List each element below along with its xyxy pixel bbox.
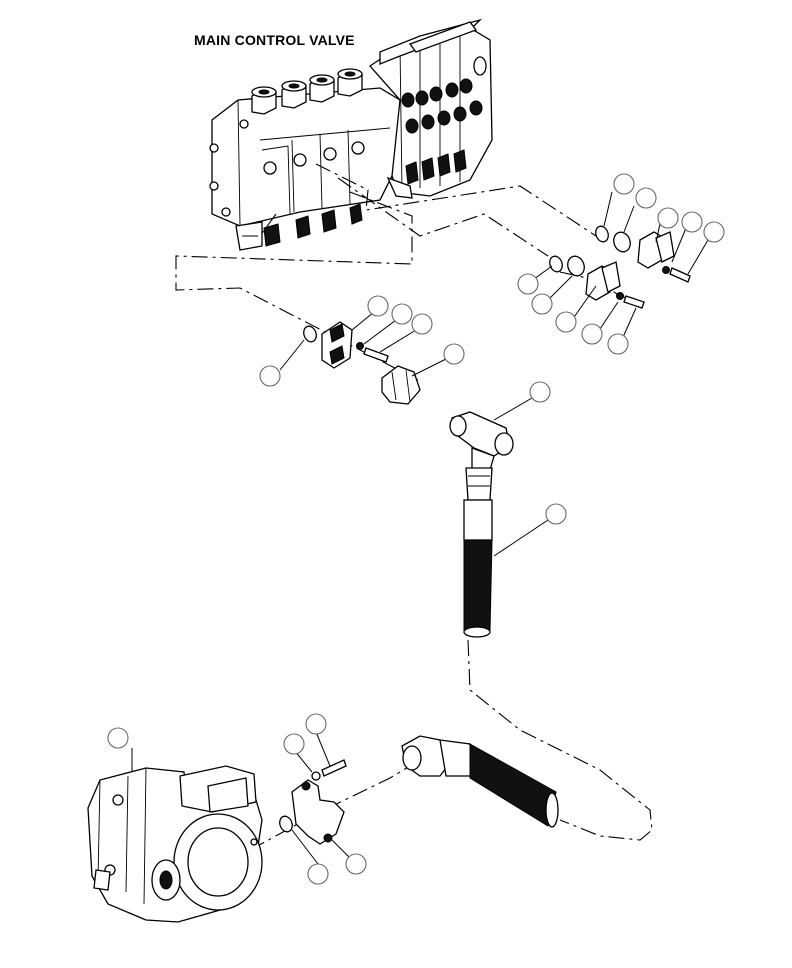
callout-circle bbox=[607, 333, 629, 355]
callout-circle bbox=[635, 187, 657, 209]
elbow-hose-end bbox=[401, 735, 559, 828]
main-control-valve bbox=[209, 18, 493, 251]
callout-circle bbox=[345, 853, 367, 875]
callout-circle bbox=[443, 343, 465, 365]
valve-ports bbox=[401, 56, 487, 134]
center-flange-set bbox=[303, 321, 389, 369]
callout-leaders bbox=[131, 191, 709, 865]
upper-flange-set-a bbox=[595, 225, 691, 283]
callout-circle bbox=[555, 311, 577, 333]
callout-circle bbox=[613, 173, 635, 195]
callout-circle bbox=[283, 733, 305, 755]
hydraulic-hose-upper bbox=[463, 467, 493, 638]
callout-circle bbox=[107, 727, 129, 749]
diagram-title: MAIN CONTROL VALVE bbox=[194, 32, 355, 48]
valve-caps bbox=[251, 68, 363, 115]
assembly-centerlines bbox=[175, 163, 653, 851]
callout-circle bbox=[531, 293, 553, 315]
upper-flange-set-b bbox=[549, 255, 645, 309]
callout-circle bbox=[307, 863, 329, 885]
callout-circle bbox=[517, 273, 539, 295]
adapter-nut bbox=[381, 365, 421, 405]
callout-circle bbox=[259, 365, 281, 387]
callout-circle bbox=[681, 211, 703, 233]
lower-flange-set bbox=[279, 759, 347, 845]
callout-circle bbox=[581, 323, 603, 345]
callout-circle bbox=[545, 503, 567, 525]
hydraulic-pump bbox=[87, 765, 263, 923]
callout-circles bbox=[107, 173, 725, 885]
callout-circle bbox=[529, 381, 551, 403]
valve-lower-fittings bbox=[386, 149, 467, 199]
callout-circle bbox=[391, 303, 413, 325]
callout-circle bbox=[367, 295, 389, 317]
callout-circle bbox=[411, 313, 433, 335]
callout-circle bbox=[703, 221, 725, 243]
tee-fitting bbox=[449, 411, 514, 471]
callout-circle bbox=[657, 207, 679, 229]
callout-circle bbox=[305, 713, 327, 735]
